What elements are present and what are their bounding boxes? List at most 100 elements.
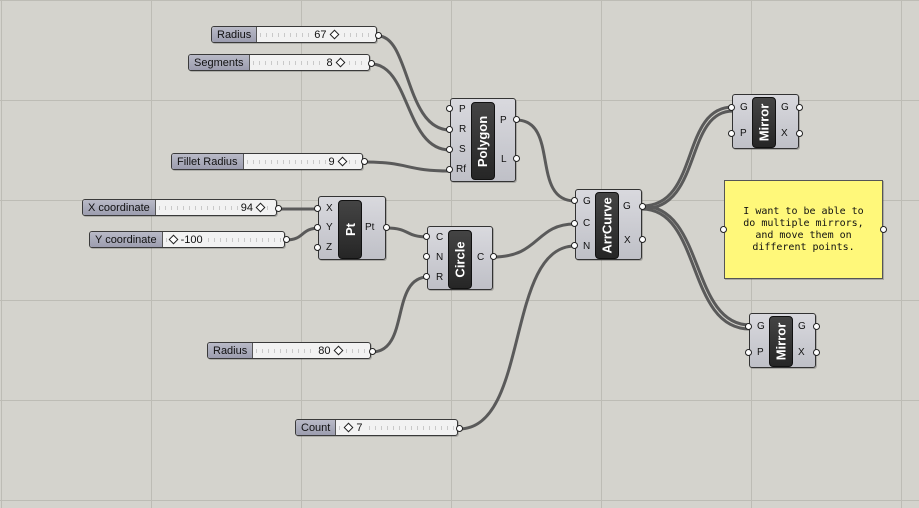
input-grip-icon[interactable]	[446, 105, 453, 112]
slider-knob-icon[interactable]	[168, 234, 179, 245]
input-grip-icon[interactable]	[314, 224, 321, 231]
component-name-plate[interactable]: Mirror	[752, 97, 776, 148]
slider-knob-icon[interactable]	[255, 202, 266, 213]
input-grip-icon[interactable]	[720, 226, 727, 233]
input-grip-icon[interactable]	[446, 166, 453, 173]
wire-arrcurve-to-mirror-bottom-b[interactable]	[640, 207, 752, 331]
slider-track[interactable]: 7	[339, 421, 454, 434]
count-slider[interactable]: Count 7	[295, 419, 458, 436]
input-grip-icon[interactable]	[728, 130, 735, 137]
output-grip-icon[interactable]	[796, 104, 803, 111]
component-name: Polygon	[475, 115, 491, 167]
wire-radius-to-circle[interactable]	[370, 275, 430, 354]
output-grip-icon[interactable]	[275, 205, 282, 212]
wire-fillet-to-polygon[interactable]	[362, 160, 452, 173]
output-port-label: X	[781, 128, 788, 139]
wire-polygon-to-arrcurve[interactable]	[514, 118, 577, 203]
component-name-plate[interactable]: ArrCurve	[595, 192, 619, 259]
mirror-component-bottom[interactable]: G P Mirror G X	[749, 313, 816, 368]
slider-track[interactable]: -100	[165, 233, 281, 246]
output-grip-icon[interactable]	[456, 425, 463, 432]
input-port-label: N	[436, 252, 444, 263]
input-port-label: R	[436, 272, 444, 283]
output-grip-icon[interactable]	[283, 236, 290, 243]
slider-label: X coordinate	[83, 200, 156, 215]
radius-slider-top[interactable]: Radius 67	[211, 26, 377, 43]
input-grip-icon[interactable]	[446, 146, 453, 153]
component-name-plate[interactable]: Pt	[338, 200, 362, 259]
input-port-label: P	[459, 104, 466, 115]
slider-track[interactable]: 67	[260, 28, 373, 41]
output-grip-icon[interactable]	[490, 253, 497, 260]
input-grip-icon[interactable]	[423, 233, 430, 240]
slider-knob-icon[interactable]	[329, 29, 339, 40]
arrcurve-component[interactable]: G C N ArrCurve G X	[575, 189, 642, 260]
output-grip-icon[interactable]	[383, 224, 390, 231]
slider-track[interactable]: 8	[252, 56, 366, 69]
input-port-label: Z	[326, 242, 333, 253]
circle-component[interactable]: C N R Circle C	[427, 226, 493, 290]
y-coordinate-slider[interactable]: Y coordinate -100	[89, 231, 285, 248]
input-grip-icon[interactable]	[728, 104, 735, 111]
output-grip-icon[interactable]	[513, 155, 520, 162]
radius-slider-bottom[interactable]: Radius 80	[207, 342, 371, 359]
output-port-label: G	[798, 321, 806, 332]
input-grip-icon[interactable]	[571, 220, 578, 227]
input-grip-icon[interactable]	[423, 253, 430, 260]
component-name-plate[interactable]: Mirror	[769, 316, 793, 367]
slider-label: Segments	[189, 55, 250, 70]
input-grip-icon[interactable]	[745, 349, 752, 356]
output-port-label: G	[781, 102, 789, 113]
input-grip-icon[interactable]	[446, 126, 453, 133]
wire-pt-to-circle[interactable]	[385, 226, 430, 239]
wire-arrcurve-to-mirror-top-b[interactable]	[640, 109, 735, 211]
input-grip-icon[interactable]	[571, 242, 578, 249]
slider-knob-icon[interactable]	[337, 156, 348, 167]
component-name: Pt	[342, 223, 358, 236]
polygon-component[interactable]: P R S Rf Polygon P L	[450, 98, 516, 182]
slider-track[interactable]: 9	[246, 155, 359, 168]
output-grip-icon[interactable]	[361, 158, 368, 165]
input-port-label: C	[436, 232, 444, 243]
input-grip-icon[interactable]	[314, 244, 321, 251]
output-grip-icon[interactable]	[639, 203, 646, 210]
output-grip-icon[interactable]	[639, 236, 646, 243]
output-grip-icon[interactable]	[375, 32, 382, 39]
segments-slider[interactable]: Segments 8	[188, 54, 370, 71]
input-grip-icon[interactable]	[745, 323, 752, 330]
output-grip-icon[interactable]	[796, 130, 803, 137]
component-name-plate[interactable]: Polygon	[471, 102, 495, 180]
input-grip-icon[interactable]	[314, 205, 321, 212]
panel-note[interactable]: I want to be able to do multiple mirrors…	[724, 180, 883, 279]
component-name: Circle	[452, 241, 468, 278]
component-name: ArrCurve	[599, 197, 615, 254]
component-name: Mirror	[773, 322, 789, 361]
wire-arrcurve-to-mirror-bottom-a[interactable]	[640, 204, 752, 327]
wire-count-to-arrcurve[interactable]	[457, 244, 577, 431]
input-grip-icon[interactable]	[423, 273, 430, 280]
wire-segments-to-polygon[interactable]	[369, 62, 452, 152]
slider-knob-icon[interactable]	[333, 345, 343, 356]
output-grip-icon[interactable]	[813, 323, 820, 330]
slider-track[interactable]: 94	[158, 201, 273, 214]
output-grip-icon[interactable]	[813, 349, 820, 356]
wire-arrcurve-to-mirror-top-a[interactable]	[640, 105, 735, 208]
fillet-radius-slider[interactable]: Fillet Radius 9	[171, 153, 363, 170]
mirror-component-top[interactable]: G P Mirror G X	[732, 94, 799, 149]
slider-label: Fillet Radius	[172, 154, 244, 169]
output-grip-icon[interactable]	[369, 348, 376, 355]
x-coordinate-slider[interactable]: X coordinate 94	[82, 199, 277, 216]
component-name-plate[interactable]: Circle	[448, 230, 472, 289]
slider-label: Count	[296, 420, 337, 435]
wire-radius-to-polygon[interactable]	[376, 34, 452, 132]
slider-knob-icon[interactable]	[343, 422, 354, 433]
output-grip-icon[interactable]	[368, 60, 375, 67]
slider-track[interactable]: 80	[256, 344, 367, 357]
slider-knob-icon[interactable]	[335, 57, 346, 68]
pt-component[interactable]: X Y Z Pt Pt	[318, 196, 386, 260]
output-grip-icon[interactable]	[880, 226, 887, 233]
wire-circle-to-arrcurve[interactable]	[491, 222, 577, 259]
output-grip-icon[interactable]	[513, 116, 520, 123]
input-grip-icon[interactable]	[571, 197, 578, 204]
